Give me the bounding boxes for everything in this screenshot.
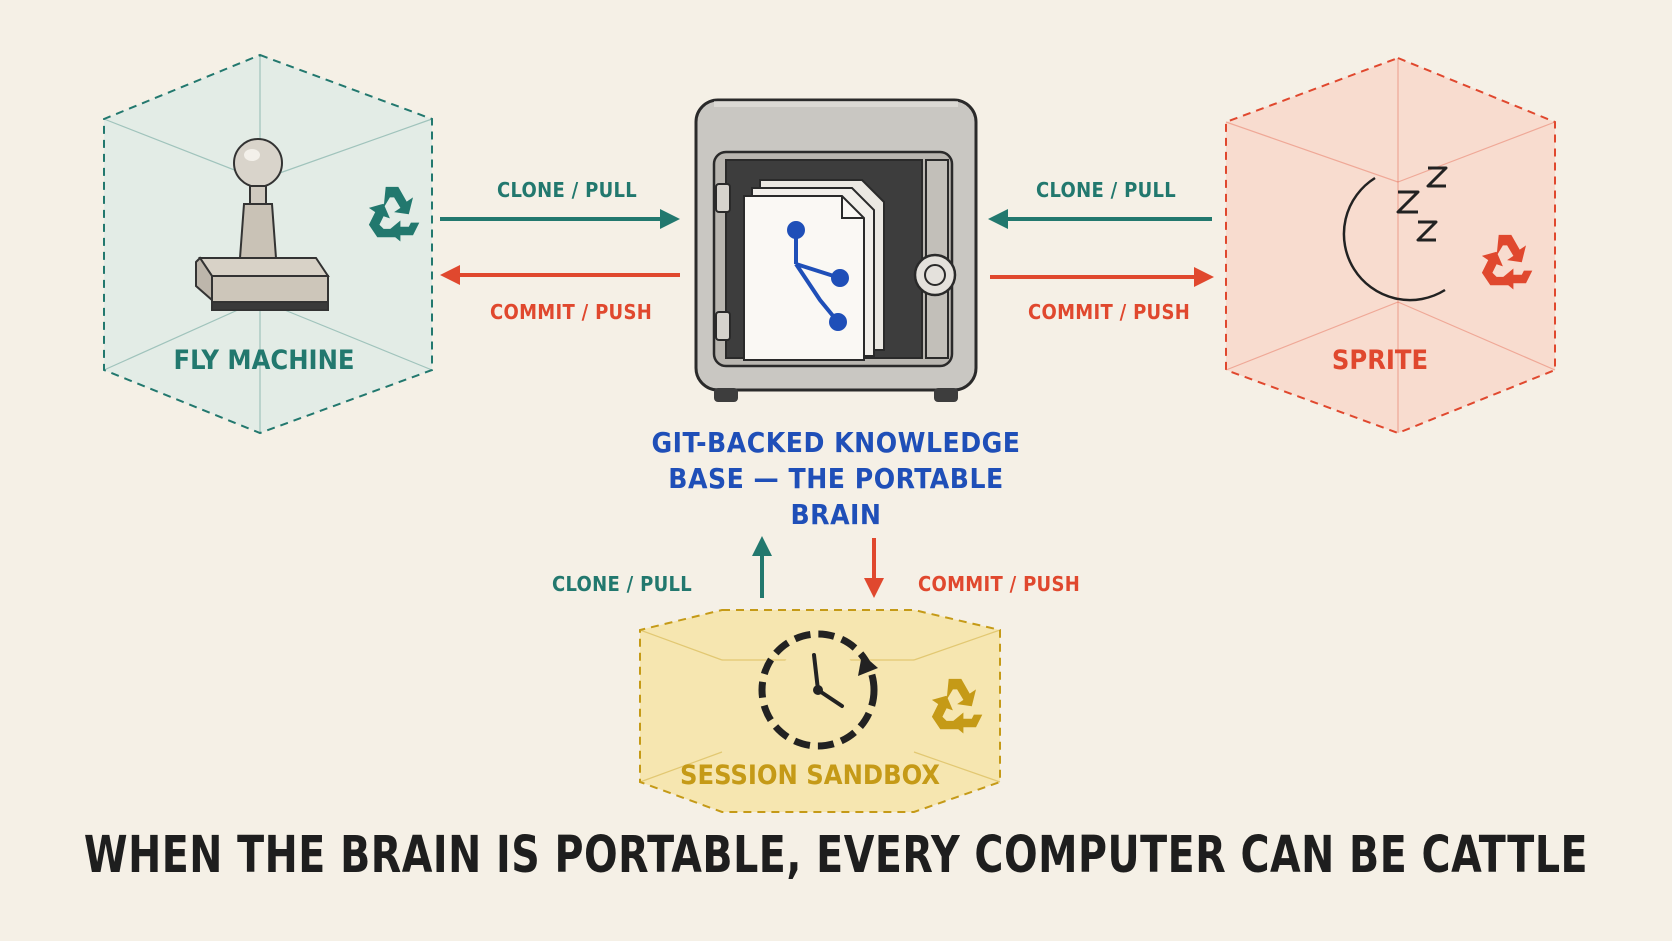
sprite-label: SPRITE xyxy=(1331,345,1429,376)
sprite-box[interactable] xyxy=(1225,56,1556,435)
bottom-clone-label: CLONE / PULL xyxy=(552,572,693,596)
left-commit-label: COMMIT / PUSH xyxy=(490,300,653,324)
footer-tagline: WHEN THE BRAIN IS PORTABLE, EVERY COMPUT… xyxy=(83,826,1589,885)
fly-machine-box[interactable] xyxy=(103,53,433,435)
fly-machine-label: FLY MACHINE xyxy=(173,345,355,376)
right-commit-label: COMMIT / PUSH xyxy=(1028,300,1191,324)
git-branch-icon xyxy=(787,221,849,331)
session-sandbox-label: SESSION SANDBOX xyxy=(679,760,941,791)
rubber-stamp-icon xyxy=(195,138,330,311)
knowledge-base-label: GIT-BACKED KNOWLEDGE BASE — THE PORTABLE… xyxy=(651,426,1021,531)
right-clone-label: CLONE / PULL xyxy=(1036,178,1177,202)
clock-cycle-icon xyxy=(758,630,878,750)
session-sandbox-box[interactable] xyxy=(639,609,1001,813)
sleeping-moon-icon xyxy=(1342,166,1448,302)
bottom-commit-label: COMMIT / PUSH xyxy=(918,572,1081,596)
left-clone-label: CLONE / PULL xyxy=(497,178,638,202)
safe-icon[interactable] xyxy=(694,98,978,402)
